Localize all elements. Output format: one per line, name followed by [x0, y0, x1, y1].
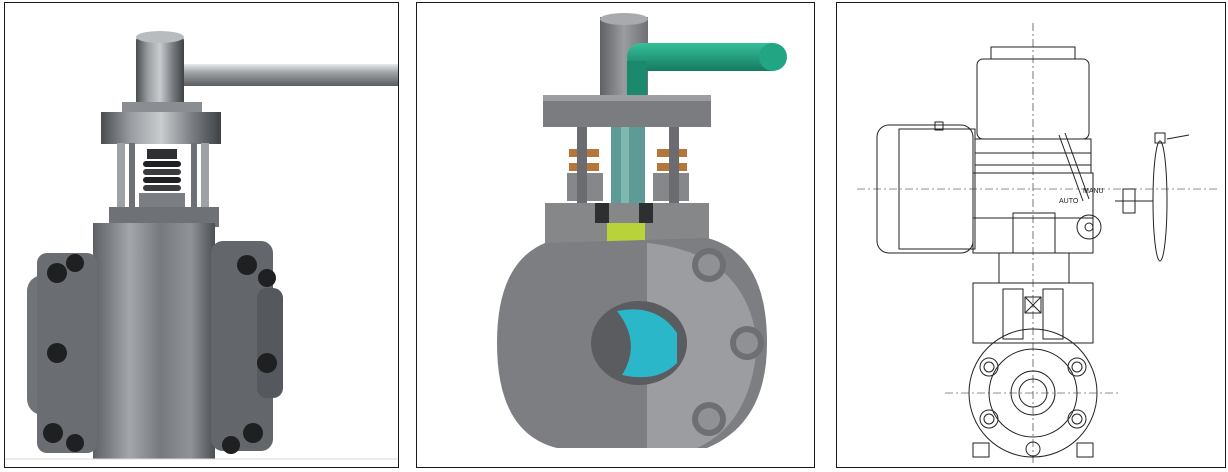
flange-bolts [43, 254, 277, 454]
actuator-drawing-panel: AUTO MANU [836, 2, 1226, 468]
handwheel [1115, 132, 1190, 262]
belleville-springs [139, 149, 185, 207]
declutch-lever [1058, 132, 1102, 240]
stem-cap [136, 35, 184, 107]
auto-label: AUTO [1059, 198, 1079, 205]
top-plate [122, 102, 202, 114]
seat-ring [617, 309, 677, 378]
green-lever-handle [627, 43, 787, 97]
gland-packing [567, 127, 689, 207]
motor [876, 121, 976, 254]
body-bolts [692, 248, 764, 436]
valve-body [93, 223, 215, 459]
lever-handle [175, 64, 398, 86]
valve-cutaway-render [497, 13, 787, 448]
end-flange-right [211, 241, 273, 451]
manu-label: MANU [1083, 188, 1104, 195]
valve-photo [5, 31, 398, 460]
actuated-valve-drawing: AUTO MANU [857, 23, 1217, 463]
valve-cutaway-panel [416, 2, 815, 468]
valve-photo-panel [4, 2, 399, 468]
mounting-yoke [972, 282, 1094, 344]
